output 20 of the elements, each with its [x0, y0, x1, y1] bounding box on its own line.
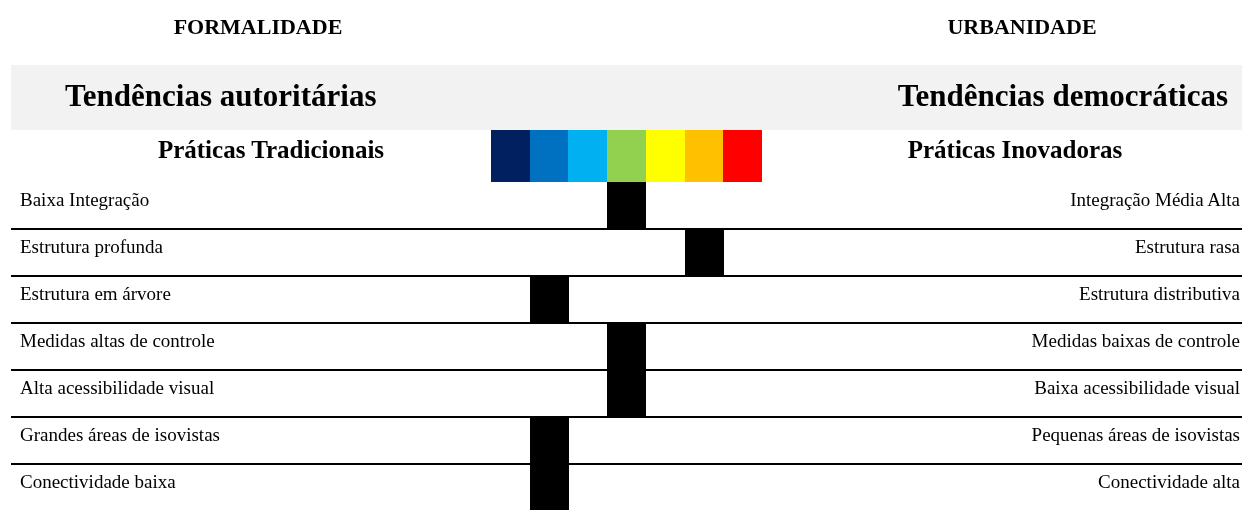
row-label: Estrutura distributiva — [1079, 283, 1240, 305]
column-heading: Práticas Inovadoras — [906, 136, 1124, 164]
row-label: Pequenas áreas de isovistas — [1031, 424, 1240, 446]
row-label: Grandes áreas de isovistas — [20, 424, 220, 446]
row-label: Estrutura profunda — [20, 236, 163, 258]
column-heading: Práticas Tradicionais — [156, 136, 386, 164]
band-title: Tendências autoritárias — [65, 78, 377, 114]
row-label: Medidas baixas de controle — [1031, 330, 1240, 352]
row-label: Alta acessibilidade visual — [20, 377, 215, 399]
heading: FORMALIDADE — [172, 14, 344, 40]
row-label: Estrutura rasa — [1135, 236, 1240, 258]
row-label: Medidas altas de controle — [20, 330, 215, 352]
row-label: Conectividade baixa — [20, 471, 176, 493]
band-title: Tendências democráticas — [897, 78, 1228, 114]
row-label: Integração Média Alta — [1070, 189, 1240, 211]
row-label: Baixa acessibilidade visual — [1034, 377, 1240, 399]
heading: URBANIDADE — [946, 14, 1098, 40]
row-label: Estrutura em árvore — [20, 283, 171, 305]
row-label: Baixa Integração — [20, 189, 150, 211]
row-label: Conectividade alta — [1098, 471, 1240, 493]
